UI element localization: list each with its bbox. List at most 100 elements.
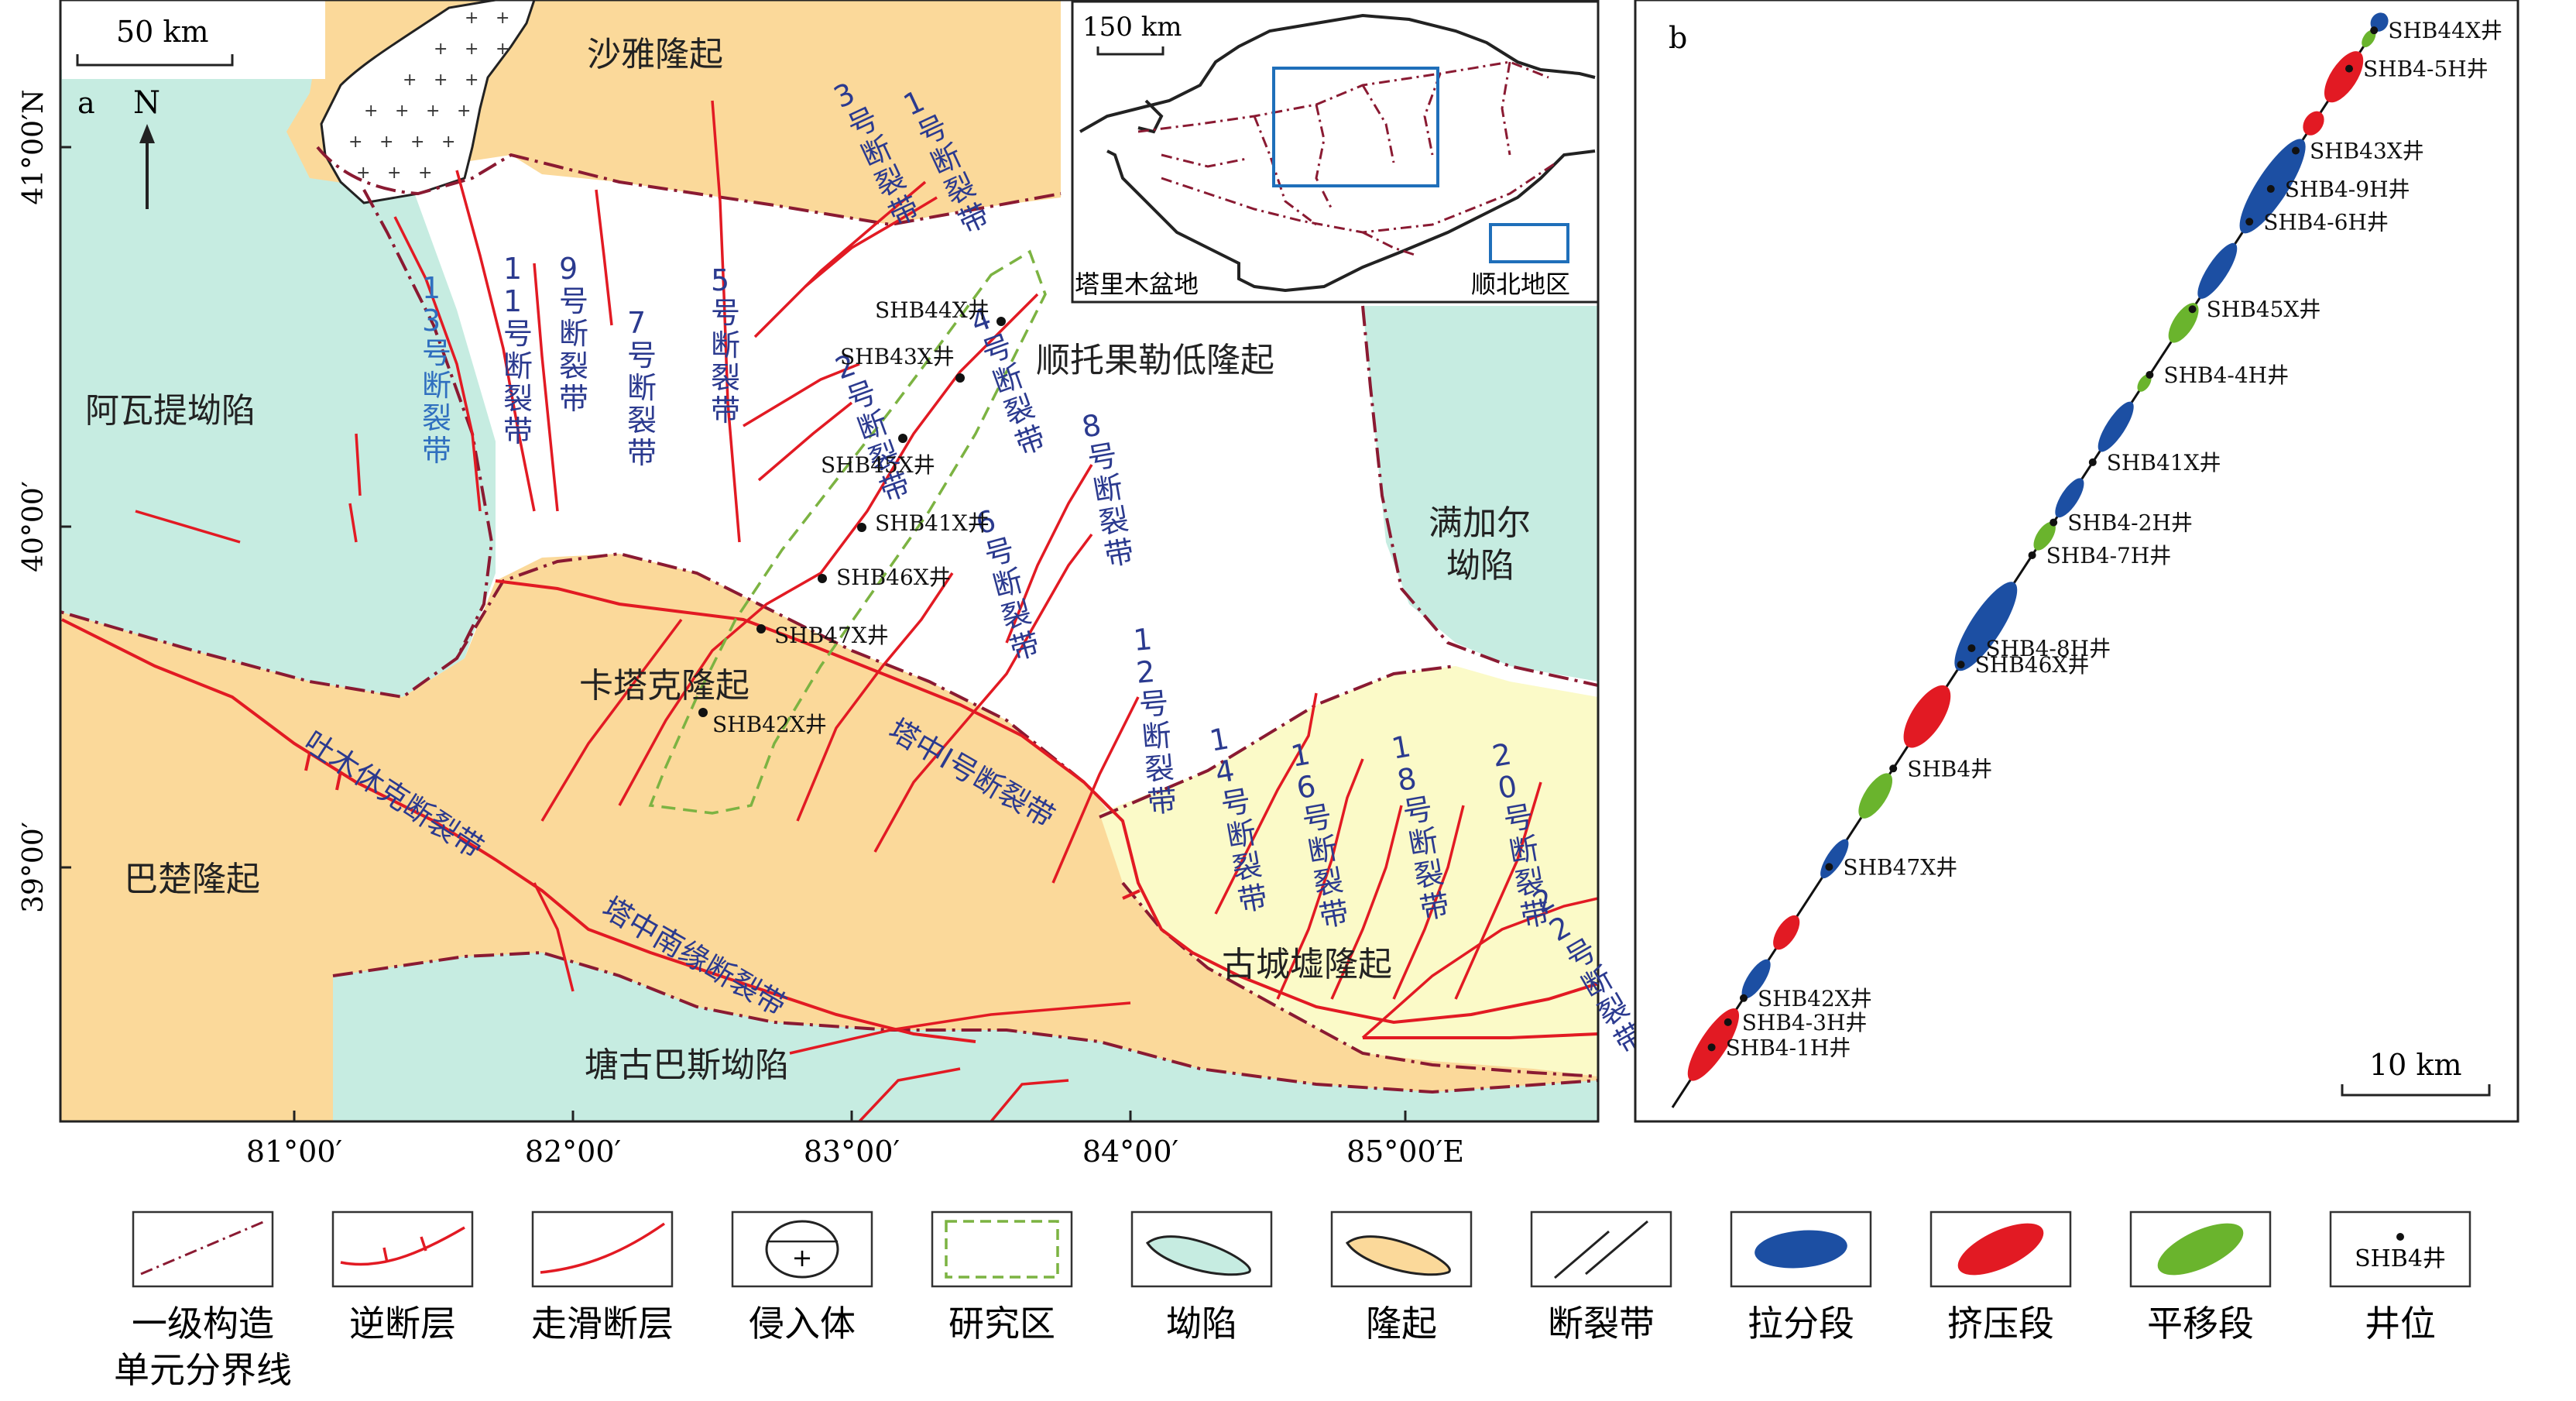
well-dot: [1967, 644, 1976, 652]
legend-label: 走滑断层: [531, 1303, 674, 1344]
region-tanggu-label: 塘古巴斯坳陷: [585, 1046, 789, 1085]
wells-panel-b: SHB44X井SHB4-5H井SHB43X井SHB4-9H井SHB4-6H井SH…: [1707, 18, 2502, 1060]
latitude-label: 40°00′: [18, 481, 50, 572]
well-dot: [2146, 370, 2154, 379]
pull-apart-segment: [2098, 401, 2134, 452]
well-label: SHB46X井: [1975, 652, 2090, 678]
inset-legend-box: [1489, 223, 1569, 263]
well-dot: [2245, 218, 2254, 226]
well-label: SHB42X井: [1758, 986, 1872, 1011]
well-dot: [1724, 1018, 1732, 1026]
wells-panel-a: SHB44X井SHB43X井SHB45X井SHB41X井SHB46X井SHB47…: [698, 297, 1006, 737]
translation-segment: [1858, 773, 1893, 819]
inset-area-label: 顺北地区: [1471, 270, 1570, 299]
pull-apart-segment: [2055, 478, 2084, 518]
pull-apart-segment: [1741, 959, 1771, 999]
fault-zone-label: 18号断裂带: [1389, 727, 1453, 926]
compression-segment: [2303, 111, 2324, 136]
well-label: SHB4-7H井: [2046, 543, 2172, 568]
legend-swatch: [531, 1210, 674, 1288]
well-label: SHB47X井: [1843, 854, 1957, 880]
well-label: SHB4-6H井: [2263, 209, 2389, 235]
well-dot: [898, 434, 907, 443]
legend-swatch: [331, 1210, 474, 1288]
legend-swatch: [132, 1210, 274, 1288]
translation-segment: [2137, 374, 2152, 392]
translation-segment: [2033, 521, 2056, 551]
region-guchengxu-label: 古城墟隆起: [1222, 945, 1392, 984]
legend-label: 隆起: [1366, 1303, 1437, 1344]
svg-text:+: +: [465, 9, 478, 28]
longitude-label: 85°00′E: [1346, 1135, 1464, 1169]
well-label: SHB4-8H井: [1985, 636, 2111, 661]
well-label: SHB43X井: [840, 344, 955, 369]
legend-label: 侵入体: [749, 1303, 856, 1344]
intrusive-pattern: ++ +++ +++ ++++ ++++ +++: [348, 9, 509, 183]
longitude-label: 83°00′: [804, 1135, 900, 1169]
legend-label: 一级构造: [132, 1303, 274, 1344]
translation-segment: [2362, 29, 2376, 48]
well-label: SHB45X井: [2207, 297, 2321, 322]
svg-text:+: +: [441, 132, 455, 152]
well-label: SHB47X井: [774, 623, 889, 648]
well-label: SHB41X井: [2107, 450, 2221, 476]
svg-text:+: +: [387, 163, 401, 183]
panel-a-scale-bar: 50 km: [62, 2, 325, 79]
panel-b-scale-bar: [2341, 1084, 2491, 1097]
well-dot: [996, 317, 1006, 326]
well-label: SHB4-1H井: [1726, 1035, 1851, 1060]
thrust-faults: [61, 579, 1598, 1043]
svg-text:+: +: [410, 132, 424, 152]
svg-text:+: +: [403, 70, 417, 90]
fault-zone-label: 20号断裂带: [1490, 735, 1553, 934]
svg-text:+: +: [457, 101, 471, 121]
compression-segment: [1903, 685, 1951, 748]
north-arrow-icon: N: [133, 85, 160, 209]
well-label: SHB43X井: [2310, 139, 2424, 164]
svg-text:+: +: [792, 1243, 813, 1272]
region-katake-label: 卡塔克隆起: [579, 666, 749, 706]
well-dot: [1707, 1043, 1716, 1052]
legend-label-line2: 单元分界线: [114, 1349, 292, 1391]
well-dot: [1740, 994, 1748, 1002]
longitude-labels: 81°00′ 82°00′ 83°00′ 84°00′ 85°00′E: [246, 1111, 1464, 1169]
longitude-label: 81°00′: [246, 1135, 342, 1169]
fault-zone-label: 16号断裂带: [1288, 735, 1352, 934]
longitude-label: 84°00′: [1082, 1135, 1178, 1169]
inset-scale-label: 150 km: [1082, 12, 1182, 43]
well-dot: [1825, 863, 1833, 871]
svg-text:+: +: [465, 70, 478, 90]
panel-a-frame: [59, 0, 1600, 1123]
svg-text:+: +: [496, 39, 509, 59]
well-label: SHB4-9H井: [2285, 177, 2410, 202]
legend-swatch: [1530, 1210, 1672, 1288]
guchengxu-uplift-area: [1099, 666, 1598, 1077]
svg-text:+: +: [379, 132, 393, 152]
svg-text:+: +: [395, 101, 409, 121]
svg-text:+: +: [348, 132, 362, 152]
well-dot: [2188, 305, 2197, 314]
inset-basin-label: 塔里木盆地: [1075, 270, 1199, 299]
well-label: SHB41X井: [875, 510, 990, 536]
legend-label: 平移段: [2147, 1303, 2254, 1344]
panel-b-scale-label: 10 km: [2369, 1048, 2462, 1082]
panel-b: b SHB44X井SHB4-5H井SHB43X井SHB4-9H井SHB4-6H井…: [1634, 0, 2519, 1123]
legend-label: 井位: [2365, 1303, 2436, 1344]
well-dot: [1957, 661, 1965, 669]
legend-label: 坳陷: [1166, 1303, 1237, 1344]
legend-label: 挤压段: [1947, 1303, 2054, 1344]
svg-text:+: +: [434, 70, 448, 90]
legend-well-sample: SHB4井: [2355, 1245, 2446, 1272]
strike-slip-faults: [135, 100, 1598, 1121]
well-label: SHB4-4H井: [2163, 362, 2289, 388]
longitude-label: 82°00′: [525, 1135, 621, 1169]
well-dot: [2292, 146, 2300, 155]
fault-zone-label: 14号断裂带: [1207, 719, 1271, 919]
latitude-label: 39°00′: [18, 822, 50, 913]
